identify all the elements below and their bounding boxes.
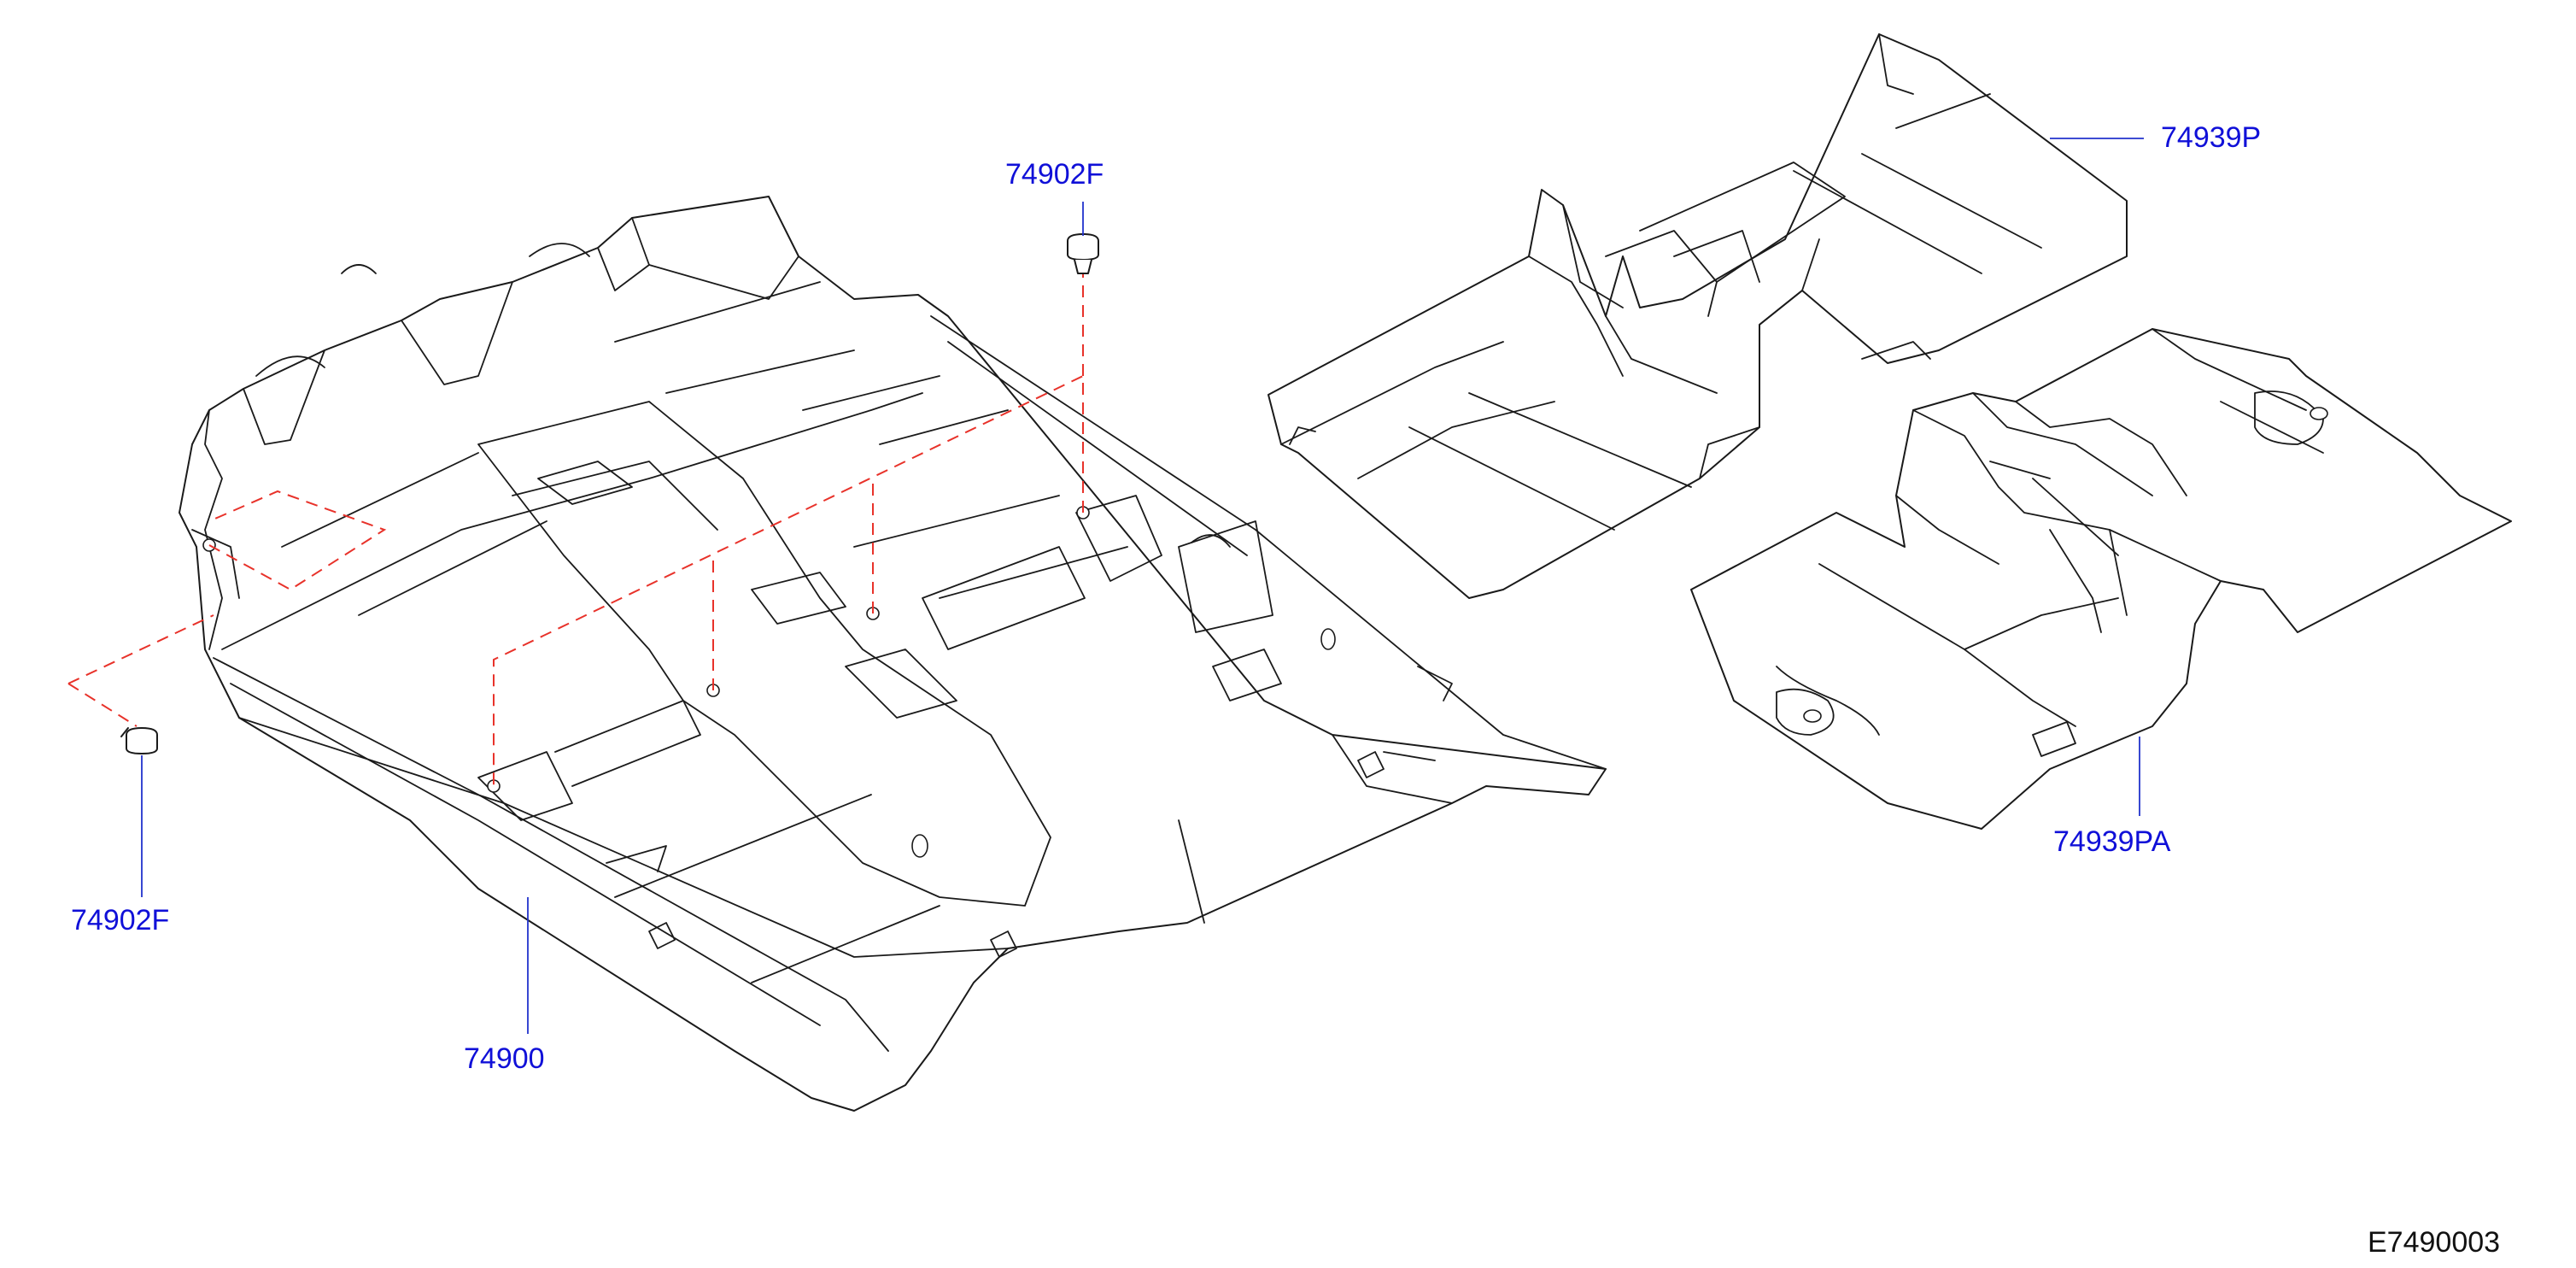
floor-carpet-74900 [179,196,1607,1112]
figure-id: E7490003 [2368,1226,2501,1259]
clip-fastener-left [120,727,158,754]
callout-floor-mat-front: 74939P [2161,121,2262,154]
floor-mat-rear-74939PA [1690,328,2512,830]
callout-floor-carpet: 74900 [464,1042,545,1075]
floor-mat-front-74939P [1268,33,2128,599]
callout-floor-mat-rear: 74939PA [2053,825,2171,858]
leader-lines [141,138,2144,1034]
callout-clip-top: 74902F [1005,158,1104,191]
fastener-alignment-lines [67,273,1084,786]
clip-fastener-top [1067,233,1099,274]
callout-clip-left: 74902F [71,904,170,936]
